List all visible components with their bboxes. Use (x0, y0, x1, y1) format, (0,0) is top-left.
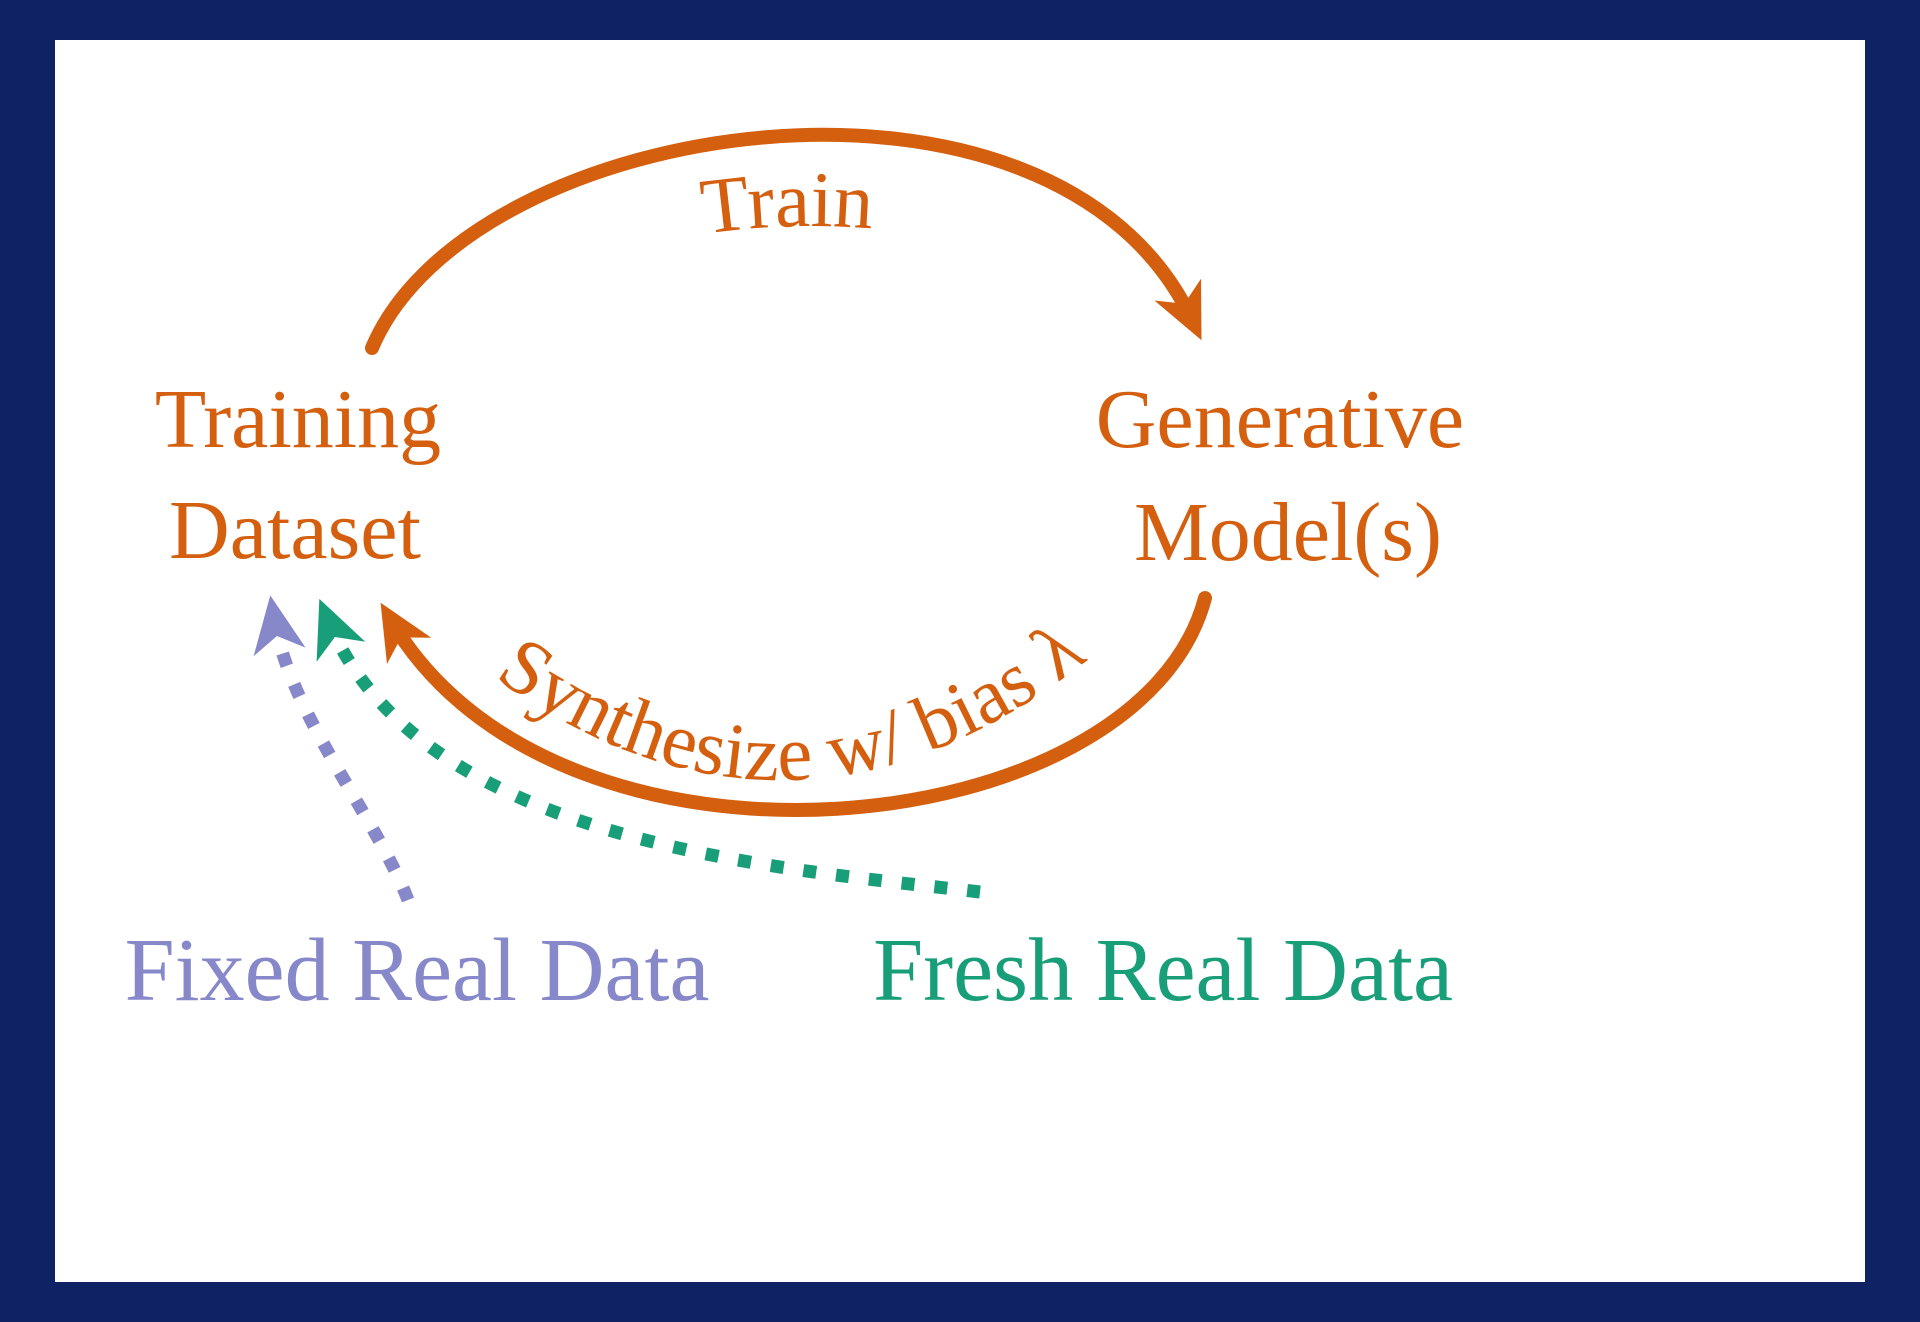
synthesize-arrow (380, 591, 1212, 817)
fixed-real-data-arrow (253, 595, 415, 903)
generative-model-label-line1: Generative (1096, 373, 1464, 466)
train-arrow-label: Train (696, 157, 875, 251)
training-dataset-label-line1: Training (155, 373, 441, 466)
fixed-real-data-label: Fixed Real Data (125, 921, 710, 1020)
train-arrow-label-text: Train (696, 157, 875, 251)
canvas-background (55, 40, 1865, 1282)
training-dataset-label-line2: Dataset (169, 484, 421, 577)
train-arrow (365, 127, 1202, 355)
fresh-real-data-arrow (316, 598, 981, 899)
fresh-real-data-label: Fresh Real Data (873, 921, 1453, 1020)
generative-model-label-line2: Model(s) (1134, 486, 1442, 579)
